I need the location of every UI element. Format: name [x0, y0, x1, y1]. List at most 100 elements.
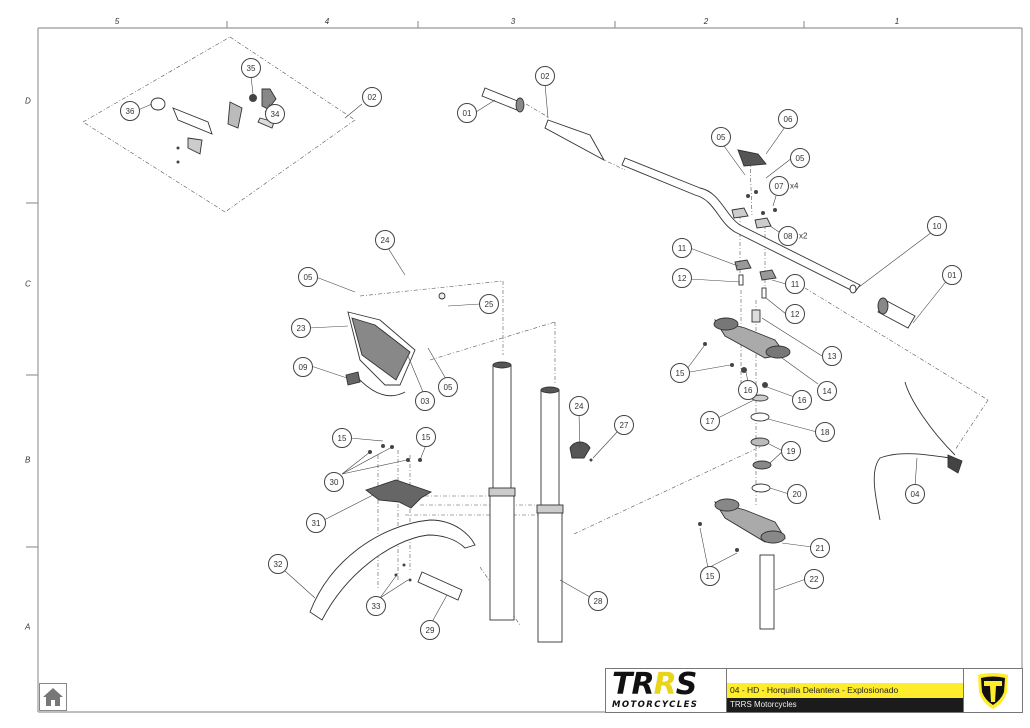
brand-shield	[963, 669, 1023, 712]
logo-wordmark: TRRS	[612, 667, 698, 702]
callout-12[interactable]: 12	[672, 268, 692, 288]
quantity-label: x2	[799, 231, 808, 241]
callout-05[interactable]: 05	[790, 148, 810, 168]
fastener	[703, 342, 707, 346]
callout-22[interactable]: 22	[804, 569, 824, 589]
callout-01[interactable]: 01	[457, 103, 477, 123]
callout-33[interactable]: 33	[366, 596, 386, 616]
part-clamp-bore	[760, 530, 786, 544]
part-fork-cap	[540, 386, 560, 394]
callout-18[interactable]: 18	[815, 422, 835, 442]
fastener	[762, 382, 768, 388]
callout-14[interactable]: 14	[817, 381, 837, 401]
part-upper-clamp	[731, 207, 749, 219]
logo-text-end: S	[675, 667, 698, 702]
fastener	[394, 573, 398, 577]
part-lower-clamp	[734, 259, 752, 271]
callout-15[interactable]: 15	[416, 427, 436, 447]
assembly-line	[224, 119, 356, 213]
part-bushing	[738, 274, 744, 286]
callout-34[interactable]: 34	[265, 104, 285, 124]
assembly-lines	[82, 36, 989, 626]
home-button[interactable]	[39, 683, 67, 711]
callout-36[interactable]: 36	[120, 101, 140, 121]
callout-02[interactable]: 02	[362, 87, 382, 107]
leader-line	[387, 247, 406, 276]
leader-line	[689, 247, 739, 267]
leader-line	[250, 75, 254, 95]
part-headlight-lens	[351, 317, 411, 381]
part-fork-left-seal	[488, 487, 516, 497]
callout-23[interactable]: 23	[291, 318, 311, 338]
callout-05[interactable]: 05	[298, 267, 318, 287]
leader-line	[781, 357, 819, 385]
leader-line	[769, 487, 790, 495]
leader-line	[310, 365, 348, 379]
callout-08[interactable]: 08	[778, 226, 798, 246]
callout-29[interactable]: 29	[420, 620, 440, 640]
leader-line	[707, 552, 738, 569]
callout-06[interactable]: 06	[778, 109, 798, 129]
part-fork-left-upper	[492, 364, 512, 496]
callout-15[interactable]: 15	[332, 428, 352, 448]
callout-13[interactable]: 13	[822, 346, 842, 366]
callout-03[interactable]: 03	[415, 391, 435, 411]
callout-16[interactable]: 16	[792, 390, 812, 410]
leader-line	[323, 494, 374, 521]
fastener	[408, 578, 412, 582]
part-steering-stem	[759, 554, 775, 630]
assembly-line	[525, 103, 549, 118]
callout-31[interactable]: 31	[306, 513, 326, 533]
callout-24[interactable]: 24	[375, 230, 395, 250]
fastener	[730, 363, 734, 367]
callout-20[interactable]: 20	[787, 484, 807, 504]
leader-line	[284, 570, 316, 599]
callout-09[interactable]: 09	[293, 357, 313, 377]
company-name: TRRS Motorcycles	[727, 698, 963, 712]
callout-35[interactable]: 35	[241, 58, 261, 78]
fastener	[761, 211, 765, 215]
part-switch-body	[947, 454, 963, 474]
part-fork-right-seal	[536, 504, 564, 514]
fastener	[249, 94, 257, 102]
callout-11[interactable]: 11	[785, 274, 805, 294]
leader-line	[767, 418, 818, 433]
part-clamp-bore	[713, 317, 739, 331]
callout-16[interactable]: 16	[738, 380, 758, 400]
callout-04[interactable]: 04	[905, 484, 925, 504]
callout-32[interactable]: 32	[268, 554, 288, 574]
callout-11[interactable]: 11	[672, 238, 692, 258]
fastener-dots	[176, 94, 777, 582]
callout-25[interactable]: 25	[479, 294, 499, 314]
callout-21[interactable]: 21	[810, 538, 830, 558]
callout-17[interactable]: 17	[700, 411, 720, 431]
callout-01[interactable]: 01	[942, 265, 962, 285]
callout-07[interactable]: 07	[769, 176, 789, 196]
callout-19[interactable]: 19	[781, 441, 801, 461]
callout-27[interactable]: 27	[614, 415, 634, 435]
callout-15[interactable]: 15	[670, 363, 690, 383]
leader-line	[774, 578, 807, 591]
callout-30[interactable]: 30	[324, 472, 344, 492]
fastener	[406, 458, 410, 462]
callout-05[interactable]: 05	[711, 127, 731, 147]
brand-logo: TRRS MOTORCYCLES	[606, 669, 727, 712]
part-grip-left	[481, 87, 521, 111]
callout-10[interactable]: 10	[927, 216, 947, 236]
callout-05[interactable]: 05	[438, 377, 458, 397]
callout-24[interactable]: 24	[569, 396, 589, 416]
part-grip-flange	[515, 97, 525, 113]
callout-02[interactable]: 02	[535, 66, 555, 86]
part-throttle-tube	[172, 107, 213, 135]
part-fork-left-lower	[489, 494, 515, 621]
logo-text-main: TR	[612, 667, 655, 702]
callout-12[interactable]: 12	[785, 304, 805, 324]
fastener	[589, 458, 593, 462]
part-front-fender	[309, 519, 476, 621]
callout-15[interactable]: 15	[700, 566, 720, 586]
callout-28[interactable]: 28	[588, 591, 608, 611]
logo-subtitle: MOTORCYCLES	[612, 700, 699, 710]
part-fork-right-lower	[537, 511, 563, 643]
part-seal	[750, 412, 770, 422]
leader-line	[723, 145, 746, 176]
